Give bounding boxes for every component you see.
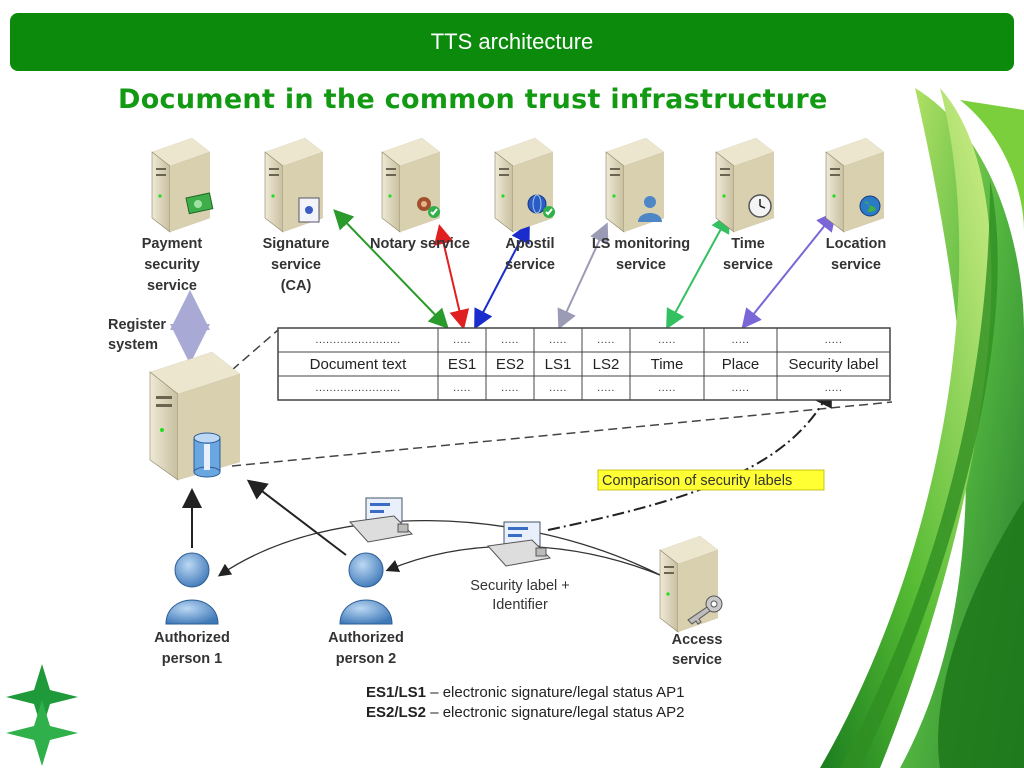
document-table: ........................ Document text...…	[277, 327, 891, 401]
database-icon	[193, 432, 221, 478]
service-label-notary: Notary service	[370, 236, 470, 252]
security-token-label: Security label +Identifier	[470, 578, 570, 613]
legend-term: ES2/LS2	[366, 704, 427, 721]
legend-row: ES2/LS2 – electronic signature/legal sta…	[366, 703, 685, 723]
legend-desc: – electronic signature/legal status AP1	[426, 684, 685, 701]
arrow-person2-register	[246, 479, 347, 556]
time-server	[715, 138, 774, 233]
table-cell-dots: .....	[597, 334, 615, 346]
notary-seal-icon	[417, 197, 440, 218]
header-title: TTS architecture	[430, 29, 594, 54]
table-cell-dots: ........................	[315, 382, 400, 394]
comparison-highlight	[597, 469, 825, 491]
signature-certificate-icon	[298, 197, 320, 223]
table-cell-dots: .....	[825, 382, 843, 394]
globe-icon	[859, 195, 881, 217]
comparison-label: Comparison of security labels	[602, 473, 792, 489]
table-header-cell: Security label	[788, 356, 878, 373]
register-system-server	[149, 352, 240, 481]
legend-term: ES1/LS1	[366, 684, 427, 701]
comparison-arrow	[547, 386, 832, 531]
key-icon	[687, 595, 723, 625]
page-subtitle: Document in the common trust infrastruct…	[118, 84, 828, 115]
service-arrows	[170, 209, 837, 364]
security-token-icon	[486, 521, 552, 567]
table-cell-dots: ........................	[315, 334, 400, 346]
ls-monitoring-server	[605, 138, 664, 233]
globe-check-icon	[527, 194, 555, 218]
notary-server	[381, 138, 440, 233]
table-frame	[277, 327, 891, 401]
table-cell-dots: .....	[501, 382, 519, 394]
clock-icon	[748, 194, 772, 218]
payment-server	[151, 138, 214, 233]
legend: ES1/LS1 – electronic signature/legal sta…	[366, 683, 685, 723]
green-leaves-decoration	[820, 88, 1024, 768]
person-2-icon	[339, 552, 393, 625]
table-header-cell: LS2	[593, 356, 620, 373]
table-header-cell: LS1	[545, 356, 572, 373]
dashed-link-bottom	[231, 401, 893, 467]
table-cell-dots: .....	[732, 382, 750, 394]
table-cell-dots: .....	[453, 382, 471, 394]
user-icon	[638, 196, 662, 222]
legend-desc: – electronic signature/legal status AP2	[426, 704, 685, 721]
table-cell-dots: .....	[732, 334, 750, 346]
payment-card-icon	[185, 192, 214, 215]
table-header-cell: ES1	[448, 356, 476, 373]
location-server	[825, 138, 884, 233]
table-cell-dots: .....	[597, 382, 615, 394]
table-cell-dots: .....	[549, 382, 567, 394]
table-header-cell: Document text	[310, 356, 408, 373]
header-bar: TTS architecture	[10, 13, 1014, 71]
table-header-cell: ES2	[496, 356, 524, 373]
table-cell-dots: .....	[501, 334, 519, 346]
signature-server	[264, 138, 323, 233]
person-1-icon	[165, 552, 219, 625]
table-cell-dots: .....	[658, 334, 676, 346]
security-token-icon	[348, 497, 414, 543]
table-header-cell: Place	[722, 356, 760, 373]
table-header-cell: Time	[651, 356, 684, 373]
dashed-link-top	[231, 329, 279, 371]
apostil-server	[494, 138, 555, 233]
star-logo	[6, 664, 78, 766]
table-cell-dots: .....	[453, 334, 471, 346]
table-cell-dots: .....	[549, 334, 567, 346]
table-cell-dots: .....	[825, 334, 843, 346]
access-service-server	[659, 536, 723, 633]
table-cell-dots: .....	[658, 382, 676, 394]
legend-row: ES1/LS1 – electronic signature/legal sta…	[366, 683, 685, 703]
arrow-access-person1	[217, 519, 661, 577]
